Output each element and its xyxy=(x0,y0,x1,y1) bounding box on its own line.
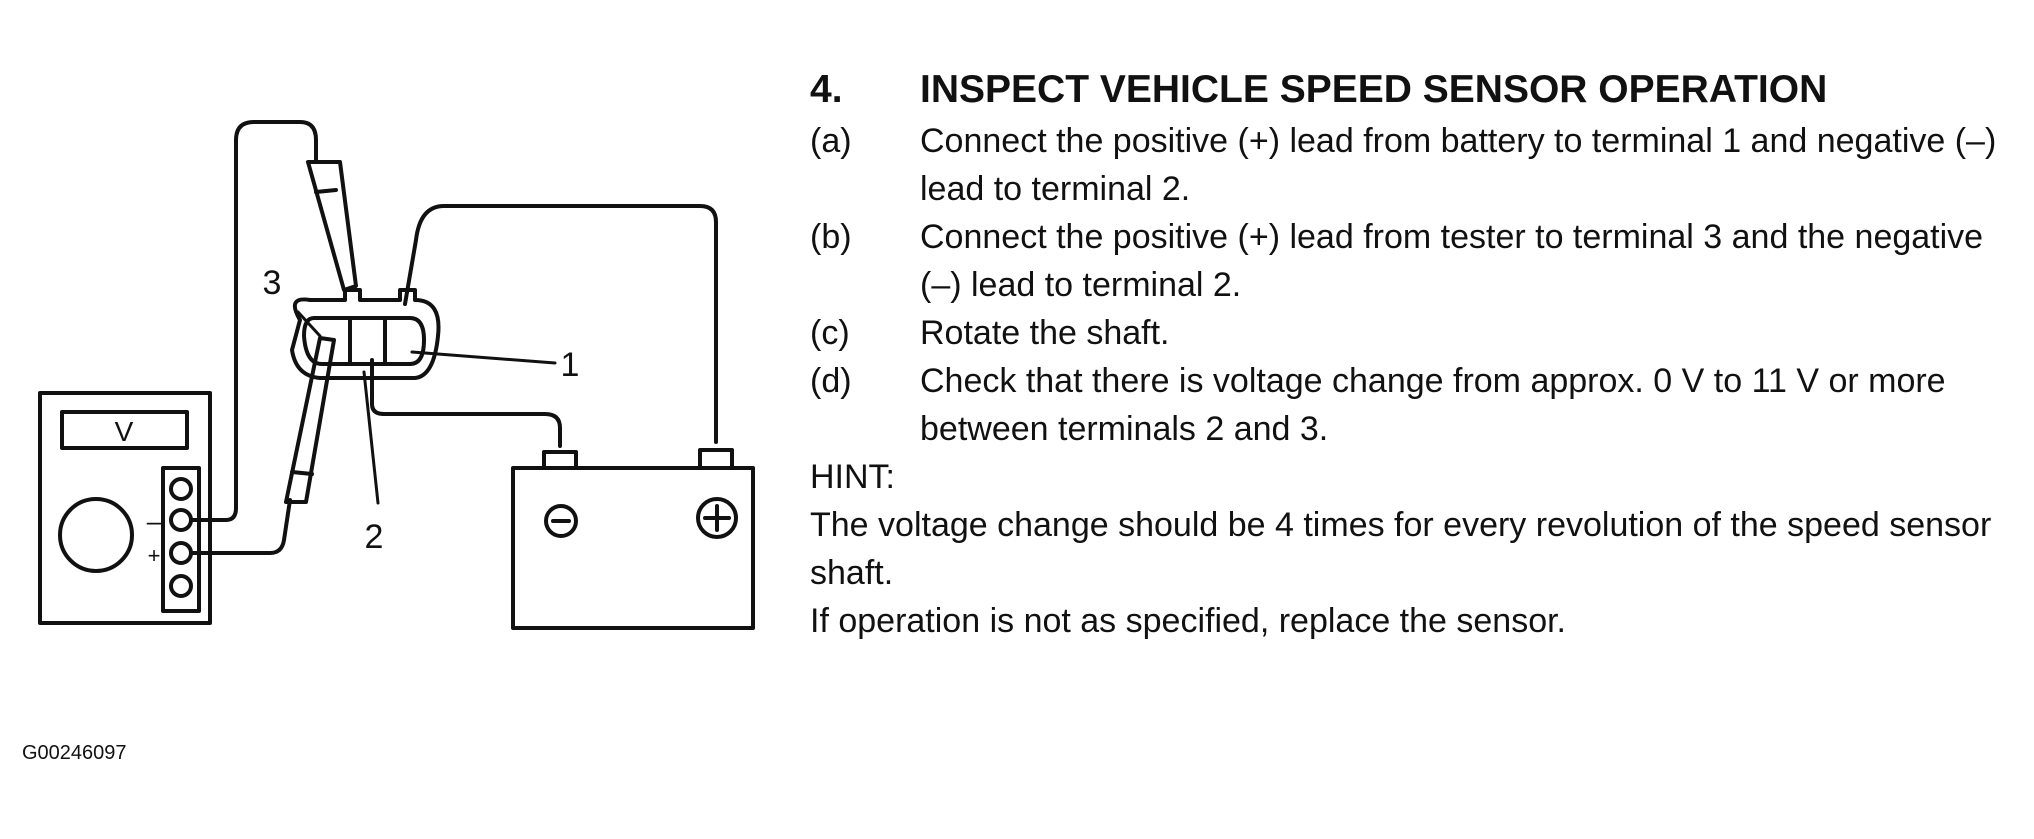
step-label: (b) xyxy=(810,218,852,256)
step-b: (b) Connect the positive (+) lead from t… xyxy=(810,213,2020,309)
battery-positive-post xyxy=(698,448,734,470)
voltmeter-terminal-strip xyxy=(161,466,201,613)
hint-text: The voltage change should be 4 times for… xyxy=(810,506,1992,592)
voltmeter-plus-label: + xyxy=(148,543,161,568)
voltmeter-positive-jack xyxy=(169,541,193,565)
procedure-title: INSPECT VEHICLE SPEED SENSOR OPERATION xyxy=(920,68,1828,111)
voltmeter-negative-jack xyxy=(169,508,193,532)
battery-negative-symbol xyxy=(544,504,578,538)
voltmeter-display xyxy=(60,410,189,450)
procedure-number: 4. xyxy=(810,68,843,111)
procedure-text: 4. INSPECT VEHICLE SPEED SENSOR OPERATIO… xyxy=(810,62,2020,645)
battery-positive-wire xyxy=(403,204,718,444)
step-d: (d) Check that there is voltage change f… xyxy=(810,357,2020,453)
step-text: Connect the positive (+) lead from batte… xyxy=(920,122,1997,208)
callout-2-leader xyxy=(362,370,380,505)
voltmeter-label: V xyxy=(115,416,134,447)
battery-negative-wire xyxy=(370,358,562,448)
step-c: (c) Rotate the shaft. xyxy=(810,309,2020,357)
step-text: Check that there is voltage change from … xyxy=(920,362,1946,448)
battery-negative-post xyxy=(542,450,578,470)
lower-probe xyxy=(284,336,336,504)
callout-3-label: 3 xyxy=(263,264,282,302)
callout-2-label: 2 xyxy=(365,518,384,556)
battery xyxy=(511,466,755,630)
battery-positive-symbol xyxy=(696,497,738,539)
negative-lead-wire xyxy=(189,120,318,522)
voltmeter-body xyxy=(38,391,212,625)
callout-3-leader xyxy=(296,310,322,338)
hint-label: HINT: xyxy=(810,458,895,496)
wiring-diagram-drawing: V – + 1 2 3 xyxy=(38,120,755,630)
figure-id: G00246097 xyxy=(22,742,127,764)
step-label: (c) xyxy=(810,314,850,352)
wiring-diagram: V – + 1 2 3 xyxy=(0,0,790,839)
step-text: Rotate the shaft. xyxy=(920,314,1170,352)
procedure-heading: 4. INSPECT VEHICLE SPEED SENSOR OPERATIO… xyxy=(810,62,2020,117)
callout-1-leader xyxy=(410,350,557,365)
conclusion-text: If operation is not as specified, replac… xyxy=(810,602,1567,640)
step-a: (a) Connect the positive (+) lead from b… xyxy=(810,117,2020,213)
positive-lead-wire xyxy=(189,498,292,555)
upper-probe xyxy=(306,160,358,292)
voltmeter-minus-label: – xyxy=(147,506,162,536)
step-label: (a) xyxy=(810,122,852,160)
sensor-connector xyxy=(290,288,441,380)
step-text: Connect the positive (+) lead from teste… xyxy=(920,218,1984,304)
step-label: (d) xyxy=(810,362,852,400)
callout-1-label: 1 xyxy=(561,346,580,384)
voltmeter-dial xyxy=(58,497,134,573)
